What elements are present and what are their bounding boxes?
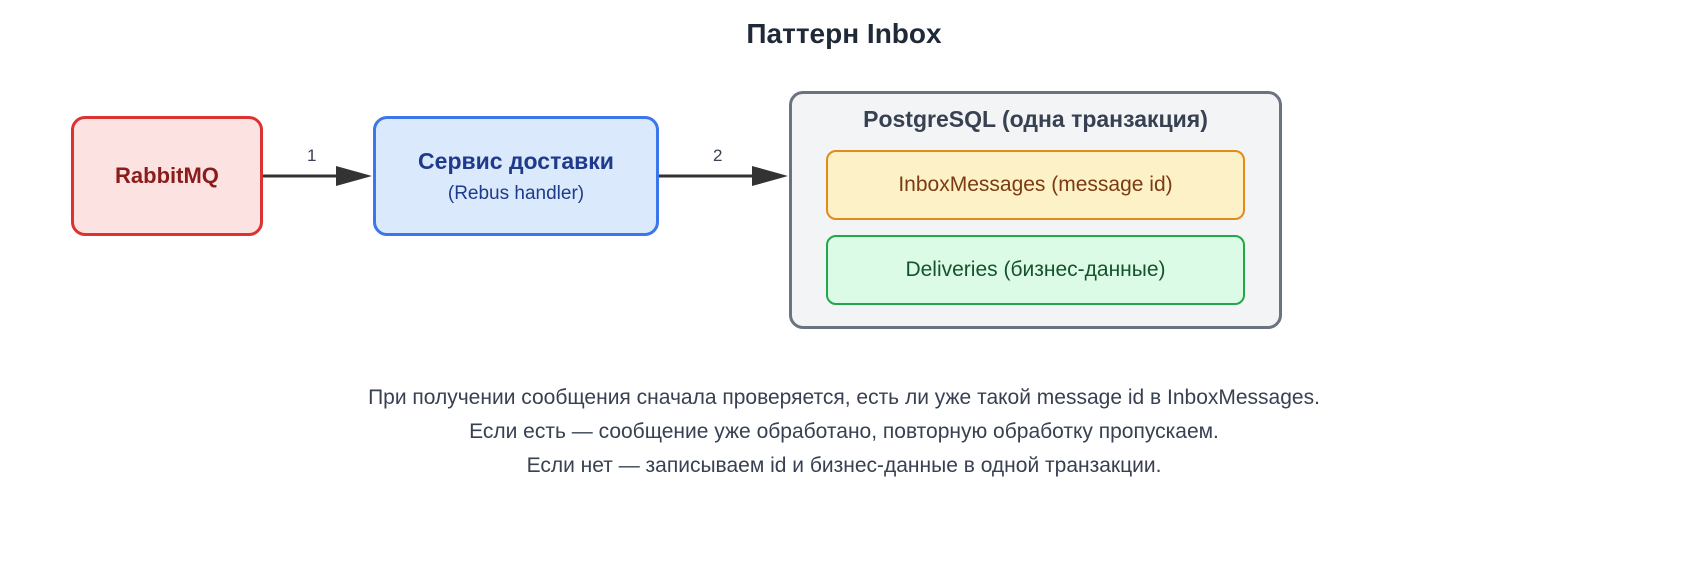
postgres-group-title: PostgreSQL (одна транзакция)	[863, 106, 1208, 132]
edge-2-arrowhead	[752, 166, 788, 186]
diagram-title: Паттерн Inbox	[746, 18, 942, 49]
inbox-messages-label: InboxMessages (message id)	[898, 173, 1173, 196]
edge-2-label: 2	[713, 146, 723, 165]
edge-1-arrowhead	[336, 166, 372, 186]
edge-rabbitmq-to-service	[263, 166, 372, 186]
rabbitmq-node: RabbitMQ	[71, 116, 263, 236]
deliveries-table: Deliveries (бизнес-данные)	[826, 235, 1245, 305]
inbox-messages-table: InboxMessages (message id)	[826, 150, 1245, 220]
edge-1-label: 1	[307, 146, 317, 165]
rabbitmq-label: RabbitMQ	[115, 163, 219, 188]
note-line-1: При получении сообщения сначала проверяе…	[368, 386, 1320, 409]
delivery-service-subtitle: (Rebus handler)	[447, 182, 585, 204]
edge-service-to-postgres	[659, 166, 788, 186]
delivery-service-title: Сервис доставки	[418, 147, 614, 174]
note-line-2: Если есть — сообщение уже обработано, по…	[469, 420, 1219, 443]
delivery-service-node: Сервис доставки (Rebus handler)	[373, 116, 659, 236]
deliveries-label: Deliveries (бизнес-данные)	[905, 258, 1166, 281]
note-line-3: Если нет — записываем id и бизнес-данные…	[526, 454, 1162, 477]
